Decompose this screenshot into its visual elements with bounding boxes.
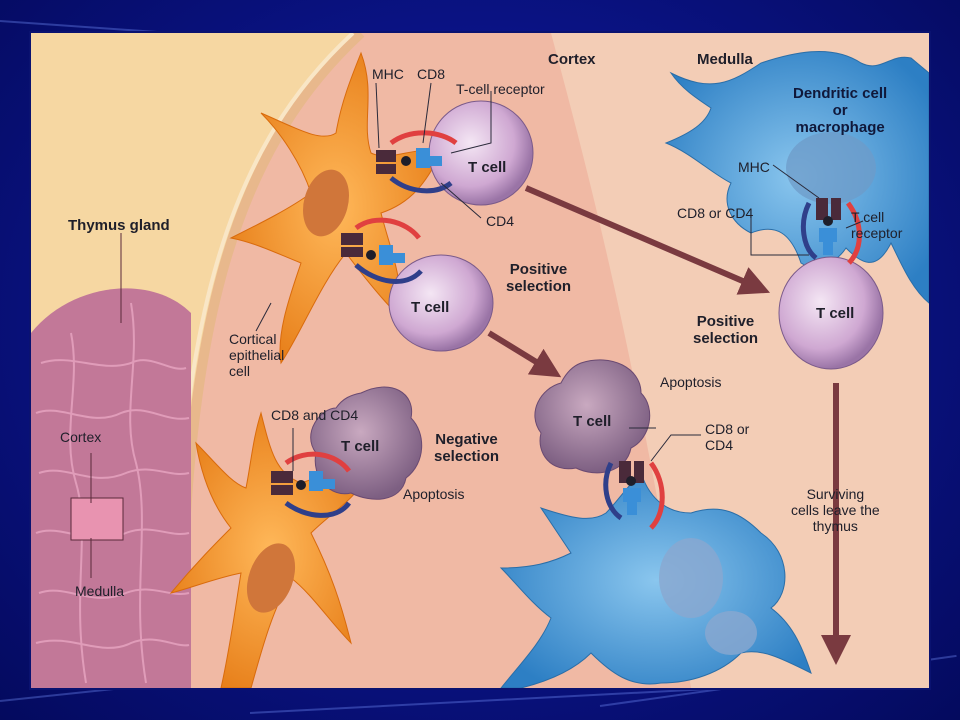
label-cortex-region: Cortex (548, 51, 596, 68)
label-positive-selection-2-line1: Positive (696, 313, 755, 330)
label-cortical-epithelial-line1: Cortical (229, 331, 277, 347)
label-tcell-1: T cell (468, 159, 507, 176)
label-cortical-epithelial-line3: cell (229, 363, 251, 379)
label-negative-selection-line1: Negative (435, 431, 498, 448)
receptor-complex-middle (341, 217, 423, 284)
label-dendritic-cell: Dendritic cell or macrophage (793, 85, 887, 136)
label-surviving-cells: Surviving cells leave the thymus (791, 486, 880, 534)
label-tcell-4: T cell (573, 413, 612, 430)
label-dendritic-line2: or (832, 102, 848, 119)
label-positive-selection-2-line2: selection (693, 330, 759, 347)
thymus-gland-tissue (31, 288, 191, 688)
label-cd4: CD4 (486, 213, 515, 229)
label-left-cortex: Cortex (60, 429, 102, 445)
tcell-apoptotic-middle (534, 359, 651, 474)
label-tcr-right-line2: receptor (851, 225, 903, 241)
label-cd8-or-cd4-mid: CD8 or CD4 (705, 421, 749, 453)
label-dendritic-line3: macrophage (795, 119, 885, 136)
label-positive-selection-2: Positive selection (693, 313, 758, 347)
receptor-complex-top (376, 130, 458, 194)
background-streak (249, 685, 750, 714)
label-cd8-or-cd4-mid-line1: CD8 or (705, 421, 750, 437)
label-cortical-epithelial-line2: epithelial (229, 347, 285, 363)
label-surviving-line1: Surviving (806, 486, 865, 502)
receptor-complex-negative (271, 451, 352, 518)
label-mhc-top: MHC (372, 66, 404, 82)
label-apoptosis-mid: Apoptosis (660, 374, 722, 390)
arrow-to-medulla (524, 185, 771, 295)
label-dendritic-line1: Dendritic cell (793, 85, 888, 102)
label-positive-selection-1: Positive selection (506, 261, 571, 295)
label-cortical-epithelial: Cortical epithelial cell (229, 331, 284, 379)
label-tcell-5: T cell (816, 305, 855, 322)
label-surviving-line2: cells leave the (791, 502, 880, 518)
label-medulla-region: Medulla (697, 51, 753, 68)
label-mhc-right: MHC (738, 159, 770, 175)
tcell-medulla (778, 256, 884, 370)
label-cd8-and-cd4: CD8 and CD4 (271, 407, 359, 423)
label-cd8-top: CD8 (417, 66, 446, 82)
receptor-complex-medulla (800, 198, 862, 265)
label-cd8-or-cd4-mid-line2: CD4 (705, 437, 734, 453)
label-tcr-right: T cell receptor (851, 209, 902, 241)
receptor-complex-apoptosis-mid (603, 461, 665, 530)
label-tcr-right-line1: T cell (851, 209, 885, 225)
label-tcr-top: T-cell receptor (456, 81, 545, 97)
thymus-zoom-box (70, 497, 124, 541)
label-positive-selection-1-line1: Positive (509, 261, 568, 278)
label-positive-selection-1-line2: selection (506, 278, 572, 295)
thymus-selection-diagram (31, 33, 929, 688)
label-negative-selection: Negative selection (434, 431, 499, 465)
diagram-frame: Cortex Medulla Thymus gland Cortex Medul… (31, 33, 929, 688)
label-left-medulla: Medulla (75, 583, 125, 599)
label-tcell-2: T cell (411, 299, 450, 316)
tcell-apoptotic-left (310, 386, 423, 500)
label-negative-selection-line2: selection (434, 448, 500, 465)
label-cd8-or-cd4-right: CD8 or CD4 (677, 205, 754, 221)
label-apoptosis-left: Apoptosis (403, 486, 465, 502)
label-thymus-gland: Thymus gland (68, 217, 170, 234)
arrow-to-apoptosis (487, 330, 562, 378)
label-surviving-line3: thymus (812, 518, 858, 534)
label-tcell-3: T cell (341, 438, 380, 455)
